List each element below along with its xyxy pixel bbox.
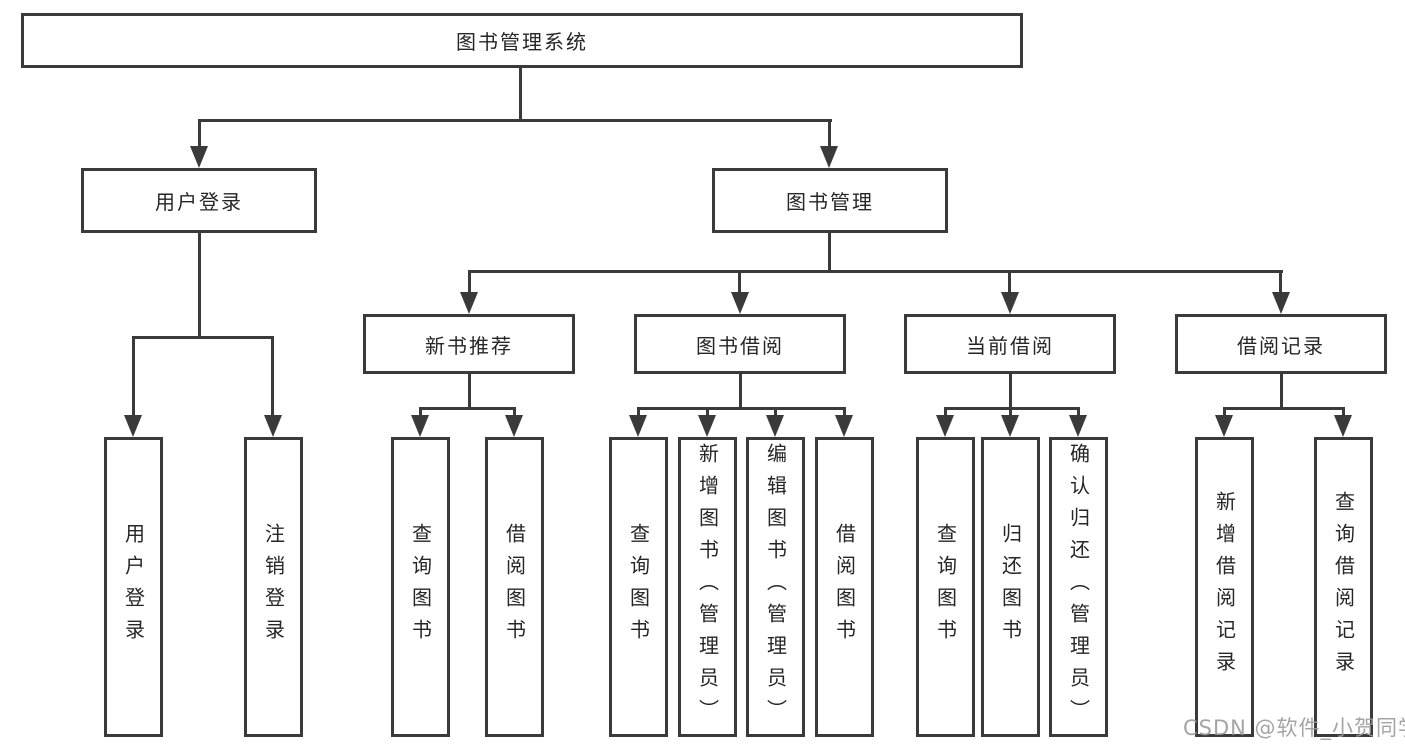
leaf-user-login: 用户登录 xyxy=(104,437,163,737)
arrow-down-icon xyxy=(1334,415,1352,437)
leaf-add-book-admin: 新增图书（管理员） xyxy=(678,437,737,737)
node-book-management: 图书管理 xyxy=(712,168,948,233)
connector-bookmgmt-drop-4 xyxy=(1279,270,1282,296)
node-library-management-system: 图书管理系统 xyxy=(21,13,1023,68)
node-current-borrowing: 当前借阅 xyxy=(904,314,1116,374)
connector-newbook-drop-2 xyxy=(513,407,516,419)
connector-borrowing-bar xyxy=(637,407,846,410)
connector-borrowing-drop-1 xyxy=(637,407,640,419)
leaf-logout: 注销登录 xyxy=(244,437,303,737)
connector-userlogin-trunk xyxy=(198,233,201,339)
arrow-down-icon xyxy=(1272,292,1290,314)
connector-newbook-trunk xyxy=(468,374,471,410)
connector-borrowing-trunk xyxy=(739,374,742,410)
node-new-book-recommend: 新书推荐 xyxy=(363,314,575,374)
connector-bookmgmt-drop-2 xyxy=(738,270,741,296)
connector-current-drop-2 xyxy=(1009,407,1012,419)
arrow-down-icon xyxy=(1001,292,1019,314)
leaf-confirm-return-admin: 确认归还（管理员） xyxy=(1049,437,1108,737)
arrow-down-icon xyxy=(124,415,142,437)
connector-bookmgmt-trunk xyxy=(828,233,831,273)
leaf-add-borrow-record: 新增借阅记录 xyxy=(1195,437,1254,737)
leaf-query-books-current: 查询图书 xyxy=(916,437,975,737)
arrow-down-icon xyxy=(190,146,208,168)
connector-records-bar xyxy=(1223,407,1345,410)
arrow-down-icon xyxy=(766,415,784,437)
connector-bookmgmt-drop-1 xyxy=(468,270,471,296)
arrow-down-icon xyxy=(731,292,749,314)
arrow-down-icon xyxy=(1001,415,1019,437)
connector-records-drop-1 xyxy=(1223,407,1226,419)
arrow-down-icon xyxy=(411,415,429,437)
connector-borrowing-drop-4 xyxy=(843,407,846,419)
connector-userlogin-drop-1 xyxy=(132,336,135,418)
connector-root-drop-right xyxy=(828,119,831,151)
arrow-down-icon xyxy=(835,415,853,437)
connector-bookmgmt-drop-3 xyxy=(1008,270,1011,296)
arrow-down-icon xyxy=(460,292,478,314)
arrow-down-icon xyxy=(264,415,282,437)
leaf-query-books-borrowing: 查询图书 xyxy=(609,437,668,737)
node-borrowing-records: 借阅记录 xyxy=(1175,314,1387,374)
connector-borrowing-drop-2 xyxy=(706,407,709,419)
connector-current-bar xyxy=(944,407,1080,410)
leaf-query-books-recommend: 查询图书 xyxy=(391,437,450,737)
connector-current-trunk xyxy=(1009,374,1012,410)
connector-root-drop-left xyxy=(198,119,201,151)
connector-root-trunk xyxy=(519,68,522,121)
node-book-borrowing: 图书借阅 xyxy=(634,314,846,374)
connector-newbook-bar xyxy=(419,407,516,410)
leaf-borrow-books-borrowing: 借阅图书 xyxy=(815,437,874,737)
connector-current-drop-3 xyxy=(1077,407,1080,419)
connector-records-drop-2 xyxy=(1342,407,1345,419)
watermark: CSDN @软件_小贺同学 xyxy=(1183,716,1405,740)
connector-root-bar xyxy=(198,119,832,122)
leaf-borrow-books-recommend: 借阅图书 xyxy=(485,437,544,737)
connector-borrowing-drop-3 xyxy=(774,407,777,419)
leaf-query-borrow-record: 查询借阅记录 xyxy=(1314,437,1373,737)
connector-current-drop-1 xyxy=(944,407,947,419)
arrow-down-icon xyxy=(505,415,523,437)
node-user-login: 用户登录 xyxy=(81,168,317,233)
arrow-down-icon xyxy=(820,146,838,168)
leaf-edit-book-admin: 编辑图书（管理员） xyxy=(746,437,805,737)
arrow-down-icon xyxy=(1215,415,1233,437)
arrow-down-icon xyxy=(1069,415,1087,437)
connector-userlogin-bar xyxy=(132,336,274,339)
arrow-down-icon xyxy=(698,415,716,437)
connector-newbook-drop-1 xyxy=(419,407,422,419)
leaf-return-book: 归还图书 xyxy=(981,437,1040,737)
connector-bookmgmt-bar xyxy=(468,270,1283,273)
connector-records-trunk xyxy=(1280,374,1283,410)
connector-userlogin-drop-2 xyxy=(271,336,274,418)
arrow-down-icon xyxy=(629,415,647,437)
arrow-down-icon xyxy=(936,415,954,437)
